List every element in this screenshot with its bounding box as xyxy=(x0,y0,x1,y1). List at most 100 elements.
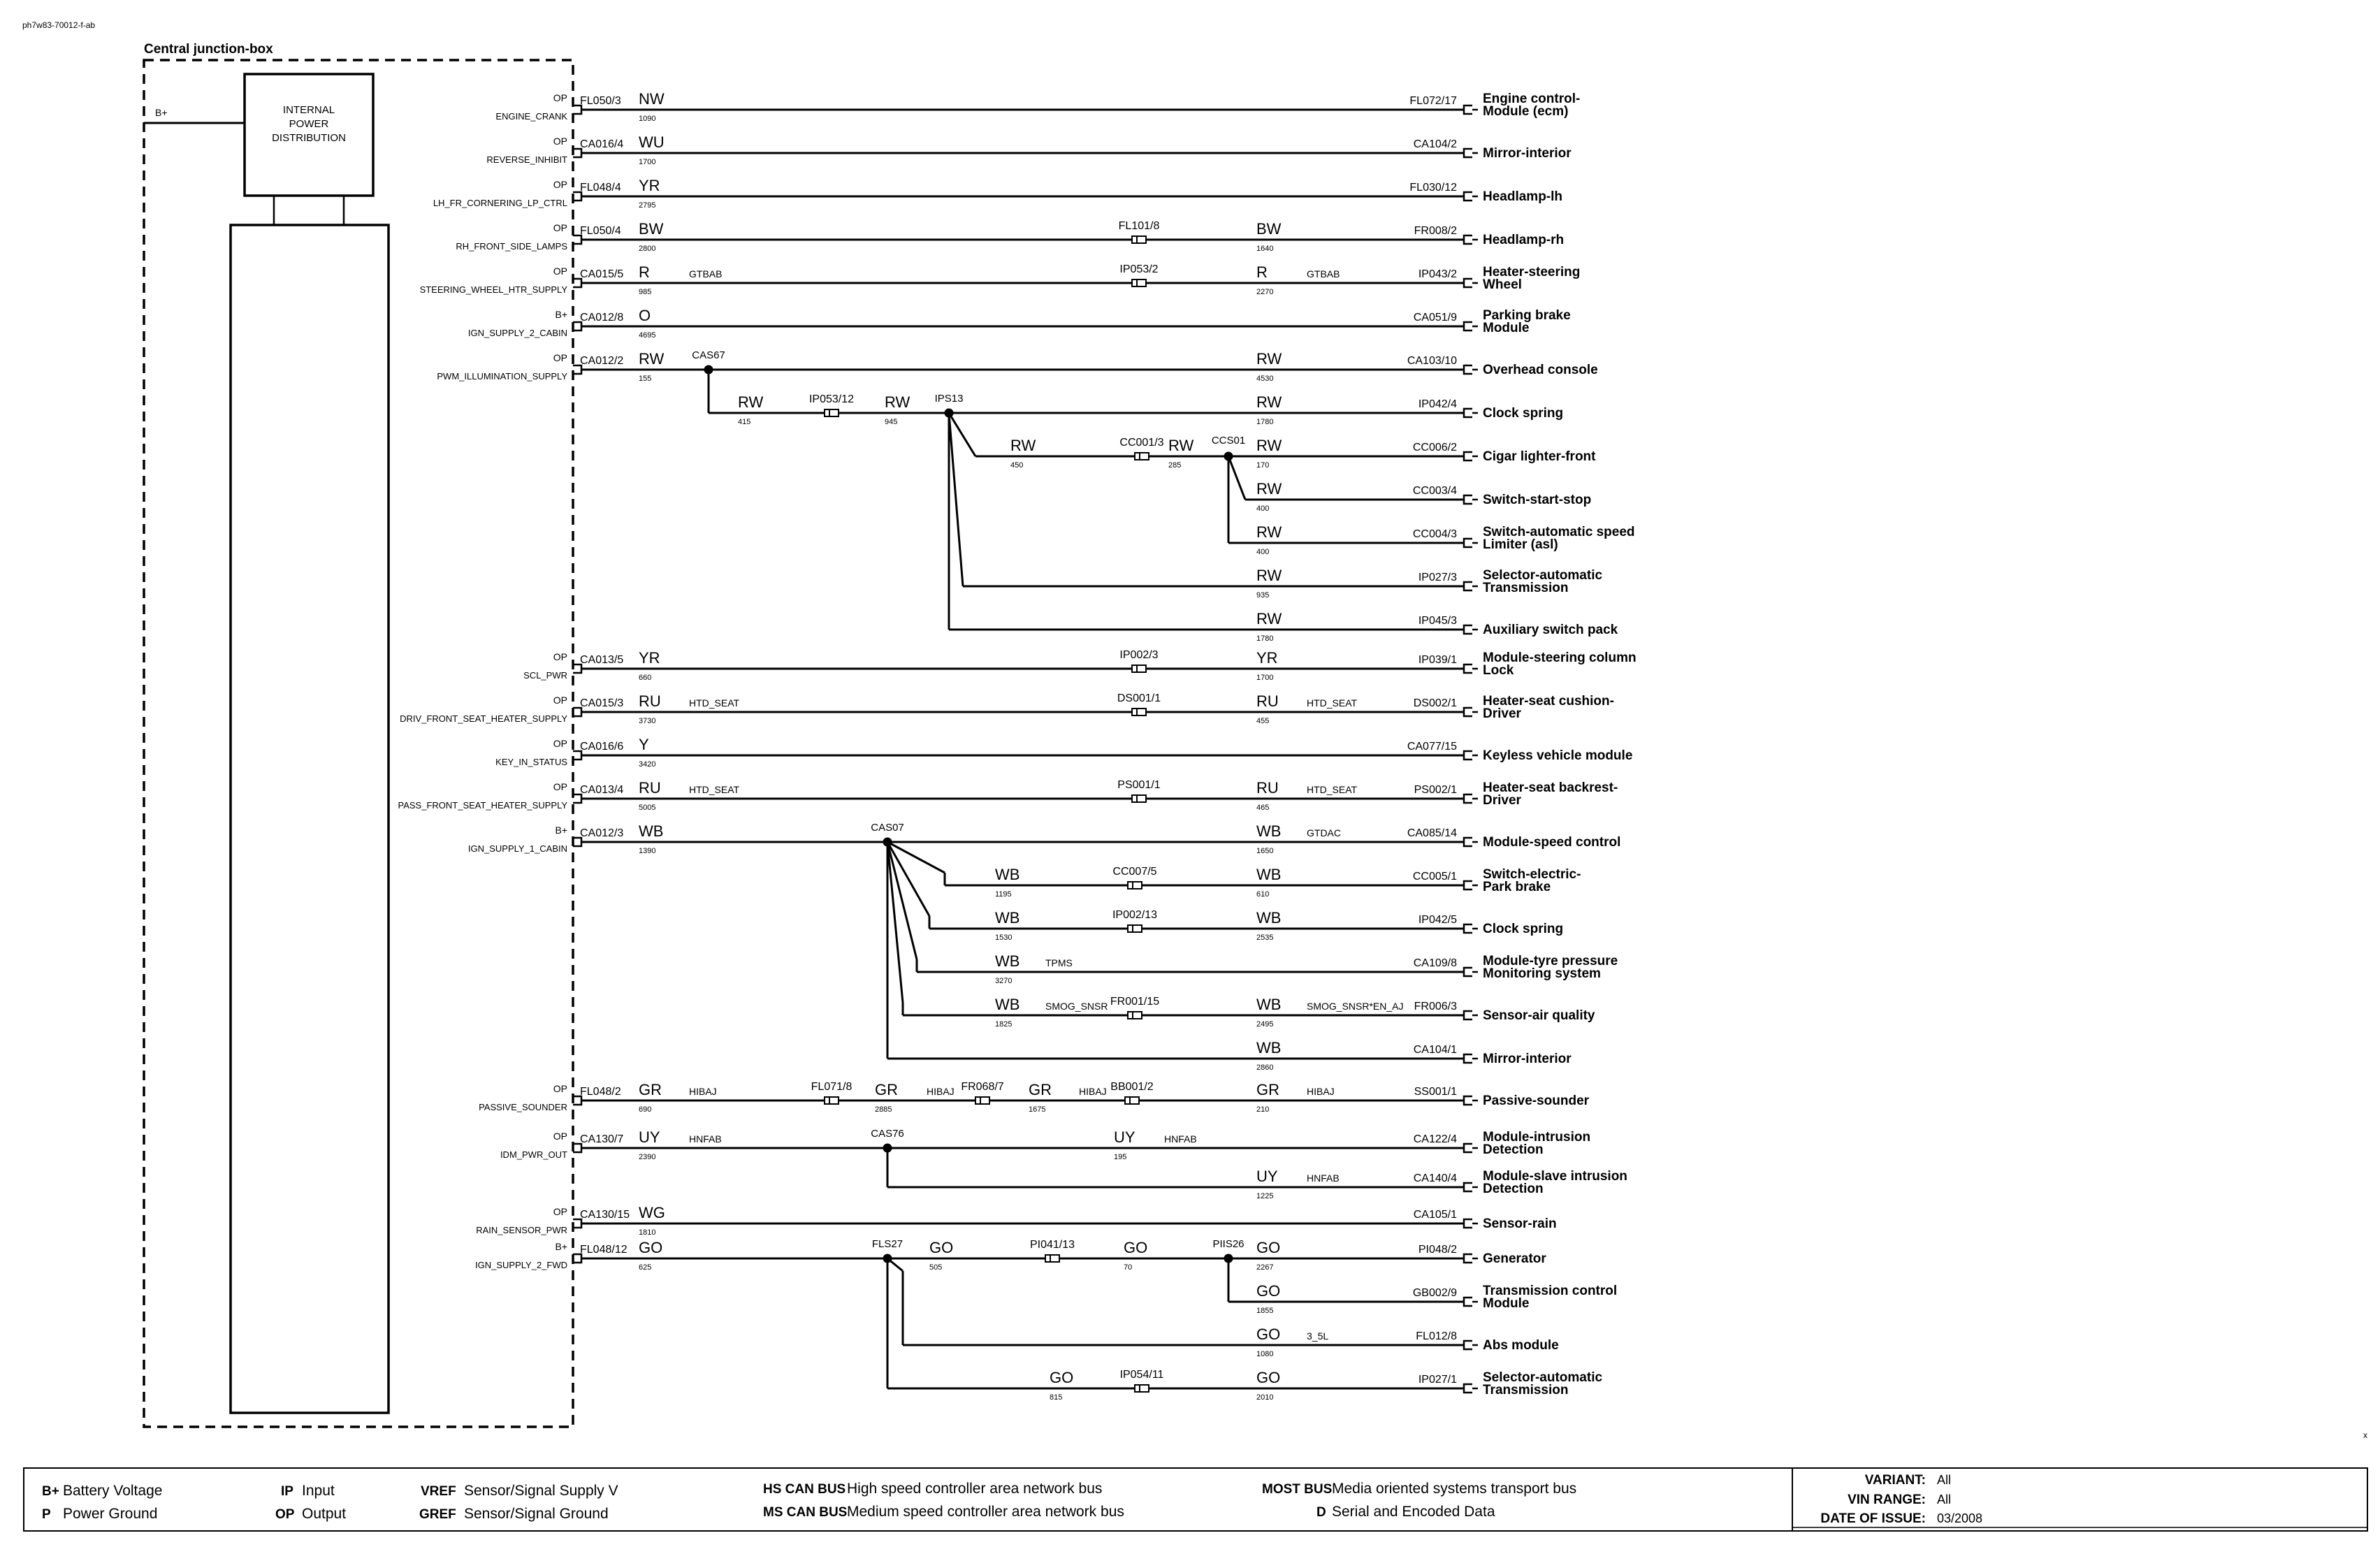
circuit-ign-supply-2-cabin-connector: CA051/9 xyxy=(1414,312,1457,324)
circuit-steering-wheel-htr-supply-wire-code: GTBAB xyxy=(689,268,722,279)
pwm-segment-c-number: 450 xyxy=(1010,461,1023,470)
circuit-lh-fr-cornering-lp-ctrl-source-connector: FL048/4 xyxy=(580,182,621,194)
circuit-idm-pwr-out-terminal xyxy=(1463,1142,1472,1154)
circuit-rh-front-side-lamps-wire-2-color: BW xyxy=(1256,220,1282,238)
circuit-ign-supply-2-cabin-wire-color: O xyxy=(639,307,651,324)
circuit-steering-wheel-htr-supply-source-connector: CA015/5 xyxy=(580,268,623,280)
circuit-lh-fr-cornering-lp-ctrl-pin-type: OP xyxy=(553,179,567,190)
branch-clock-spring-label: Clock spring xyxy=(1483,406,1563,421)
branch-clock-spring-2-label: Clock spring xyxy=(1483,922,1563,936)
pwm-segment-b-number: 945 xyxy=(885,418,897,426)
circuit-reverse-inhibit-terminal xyxy=(1463,147,1472,159)
branch-slave-intrusion-label-2: Detection xyxy=(1483,1182,1544,1196)
circuit-pass-front-seat-heater-supply-label-1: Heater-seat backrest- xyxy=(1483,780,1618,795)
circuit-passive-sounder-wire-color: GR xyxy=(639,1081,662,1098)
splice-cas67-label: CAS67 xyxy=(692,349,725,361)
circuit-ign-supply-1-cabin-wire-color: WB xyxy=(639,822,663,840)
legend-vref-value: Sensor/Signal Supply V xyxy=(464,1483,618,1499)
circuit-ign-supply-2-cabin-label-2: Module xyxy=(1483,321,1530,335)
circuit-key-in-status-pin-type: OP xyxy=(553,738,567,749)
go-segment-b-number: 70 xyxy=(1124,1263,1132,1272)
splice-cas07-label: CAS07 xyxy=(871,822,904,834)
pwm-segment-b-color: RW xyxy=(885,393,910,411)
circuit-pass-front-seat-heater-supply-pin-type: OP xyxy=(553,781,567,792)
transmission-control-branch-color: GO xyxy=(1256,1282,1280,1300)
circuit-key-in-status-label: Keyless vehicle module xyxy=(1483,748,1632,763)
branch-slave-intrusion-connector: CA140/4 xyxy=(1414,1172,1457,1184)
circuit-engine-crank-source-connector: FL050/3 xyxy=(580,95,621,107)
speed-control-wire-code: GTDAC xyxy=(1307,827,1341,838)
junction-box-outline xyxy=(143,59,574,1428)
branch-cigar-lighter-connector: CC006/2 xyxy=(1413,442,1457,453)
cc001-connector xyxy=(1134,452,1149,460)
inline-connector-label: CC001/3 xyxy=(1119,437,1163,449)
circuit-pass-front-seat-heater-supply-inline-connector xyxy=(1131,794,1147,803)
slave-intrusion-branch-number: 1225 xyxy=(1256,1192,1273,1200)
date-of-issue-value: 03/2008 xyxy=(1937,1511,1982,1525)
circuit-scl-pwr-pin-type: OP xyxy=(553,651,567,662)
circuit-ign-supply-2-cabin-signal: IGN_SUPPLY_2_CABIN xyxy=(468,328,567,338)
circuit-ign-supply-1-cabin-wire-number: 1390 xyxy=(639,847,655,855)
branch-switch-asl-terminal xyxy=(1463,537,1472,549)
tyre-pressure-segment-number: 3270 xyxy=(995,977,1012,985)
circuit-idm-pwr-out-wire-number: 2390 xyxy=(639,1153,655,1161)
circuit-lh-fr-cornering-lp-ctrl-connector: FL030/12 xyxy=(1409,182,1457,194)
circuit-scl-pwr-label-1: Module-steering column xyxy=(1483,651,1637,665)
legend-p-key: P xyxy=(42,1507,51,1522)
distribution-bus-body xyxy=(229,224,390,1414)
circuit-engine-crank-wire-color: NW xyxy=(639,90,665,108)
circuit-passive-sounder-wire-code: HIBAJ xyxy=(689,1086,717,1097)
circuit-scl-pwr-wire-number: 660 xyxy=(639,674,651,682)
legend-most-value: Media oriented systems transport bus xyxy=(1332,1481,1576,1497)
circuit-idm-pwr-out-wire-code: HNFAB xyxy=(689,1133,722,1145)
mirror-interior-branch-number: 2860 xyxy=(1256,1063,1273,1072)
circuit-driv-front-seat-heater-supply-wire-number: 3730 xyxy=(639,717,655,725)
inline-connector-label: FR001/15 xyxy=(1110,996,1159,1008)
circuit-scl-pwr-label-2: Lock xyxy=(1483,663,1514,678)
circuit-ign-supply-2-fwd-source-connector: FL048/12 xyxy=(580,1244,627,1256)
circuit-steering-wheel-htr-supply-terminal xyxy=(1463,277,1472,289)
splice-piis26-label: PIIS26 xyxy=(1212,1238,1244,1250)
date-of-issue-key: DATE OF ISSUE: xyxy=(1820,1511,1926,1526)
vin-range-value: All xyxy=(1937,1492,1951,1506)
circuit-passive-sounder-label: Passive-sounder xyxy=(1483,1094,1590,1108)
cigar-lighter-branch-color: RW xyxy=(1256,437,1282,454)
legend: B+ Battery Voltage P Power Ground IP Inp… xyxy=(23,1467,2368,1532)
go-segment-a-number: 505 xyxy=(929,1263,942,1272)
go-segment-c-color: GO xyxy=(1256,1239,1280,1256)
go-segment-c-number: 2267 xyxy=(1256,1263,1273,1272)
circuit-engine-crank-connector: FL072/17 xyxy=(1409,95,1457,107)
circuit-passive-sounder-pin-type: OP xyxy=(553,1083,567,1094)
slave-intrusion-branch-color: UY xyxy=(1256,1168,1278,1185)
sounder-segment-b-color: GR xyxy=(875,1081,898,1098)
circuit-lh-fr-cornering-lp-ctrl-terminal xyxy=(1463,191,1472,202)
splice-ccs01-label: CCS01 xyxy=(1212,435,1245,446)
circuit-driv-front-seat-heater-supply-wire-color: RU xyxy=(639,692,661,710)
circuit-key-in-status-signal: KEY_IN_STATUS xyxy=(495,757,567,767)
ccs01-fan-a xyxy=(1227,456,1247,500)
circuit-pwm-illumination-supply-connector: CA103/10 xyxy=(1407,355,1457,367)
branch-auxiliary-switch-connector: IP045/3 xyxy=(1418,615,1457,627)
branch-selector-automatic-connector: IP027/3 xyxy=(1418,572,1457,583)
pwm-segment-a-color: RW xyxy=(738,393,763,411)
circuit-engine-crank-signal: ENGINE_CRANK xyxy=(495,111,567,122)
inline-connector-label: FL101/8 xyxy=(1119,220,1160,232)
circuit-reverse-inhibit-label: Mirror-interior xyxy=(1483,146,1572,161)
circuit-pass-front-seat-heater-supply-connector: PS002/1 xyxy=(1414,784,1457,796)
circuit-ign-supply-2-fwd-pin-type: B+ xyxy=(555,1241,567,1252)
transmission-control-branch-number: 1855 xyxy=(1256,1307,1273,1315)
circuit-idm-pwr-out-label-2: Detection xyxy=(1483,1142,1544,1157)
splice-fls27-label: FLS27 xyxy=(872,1238,903,1250)
circuit-pwm-illumination-supply-source-connector: CA012/2 xyxy=(580,355,623,367)
circuit-rain-sensor-pwr-terminal xyxy=(1463,1218,1472,1229)
circuit-idm-pwr-out-signal: IDM_PWR_OUT xyxy=(500,1149,567,1160)
circuit-scl-pwr-wire-2-number: 1700 xyxy=(1256,674,1273,682)
branch-transmission-control-terminal xyxy=(1463,1296,1472,1307)
circuit-key-in-status-connector: CA077/15 xyxy=(1407,741,1457,753)
branch-mirror-interior-connector: CA104/1 xyxy=(1414,1044,1457,1056)
clock-spring-2-segment-color: WB xyxy=(995,909,1020,927)
legend-d-value: Serial and Encoded Data xyxy=(1332,1504,1495,1520)
circuit-pass-front-seat-heater-supply-signal: PASS_FRONT_SEAT_HEATER_SUPPLY xyxy=(398,800,568,811)
circuit-engine-crank-wire-number: 1090 xyxy=(639,115,655,123)
circuit-driv-front-seat-heater-supply-terminal xyxy=(1463,706,1472,718)
